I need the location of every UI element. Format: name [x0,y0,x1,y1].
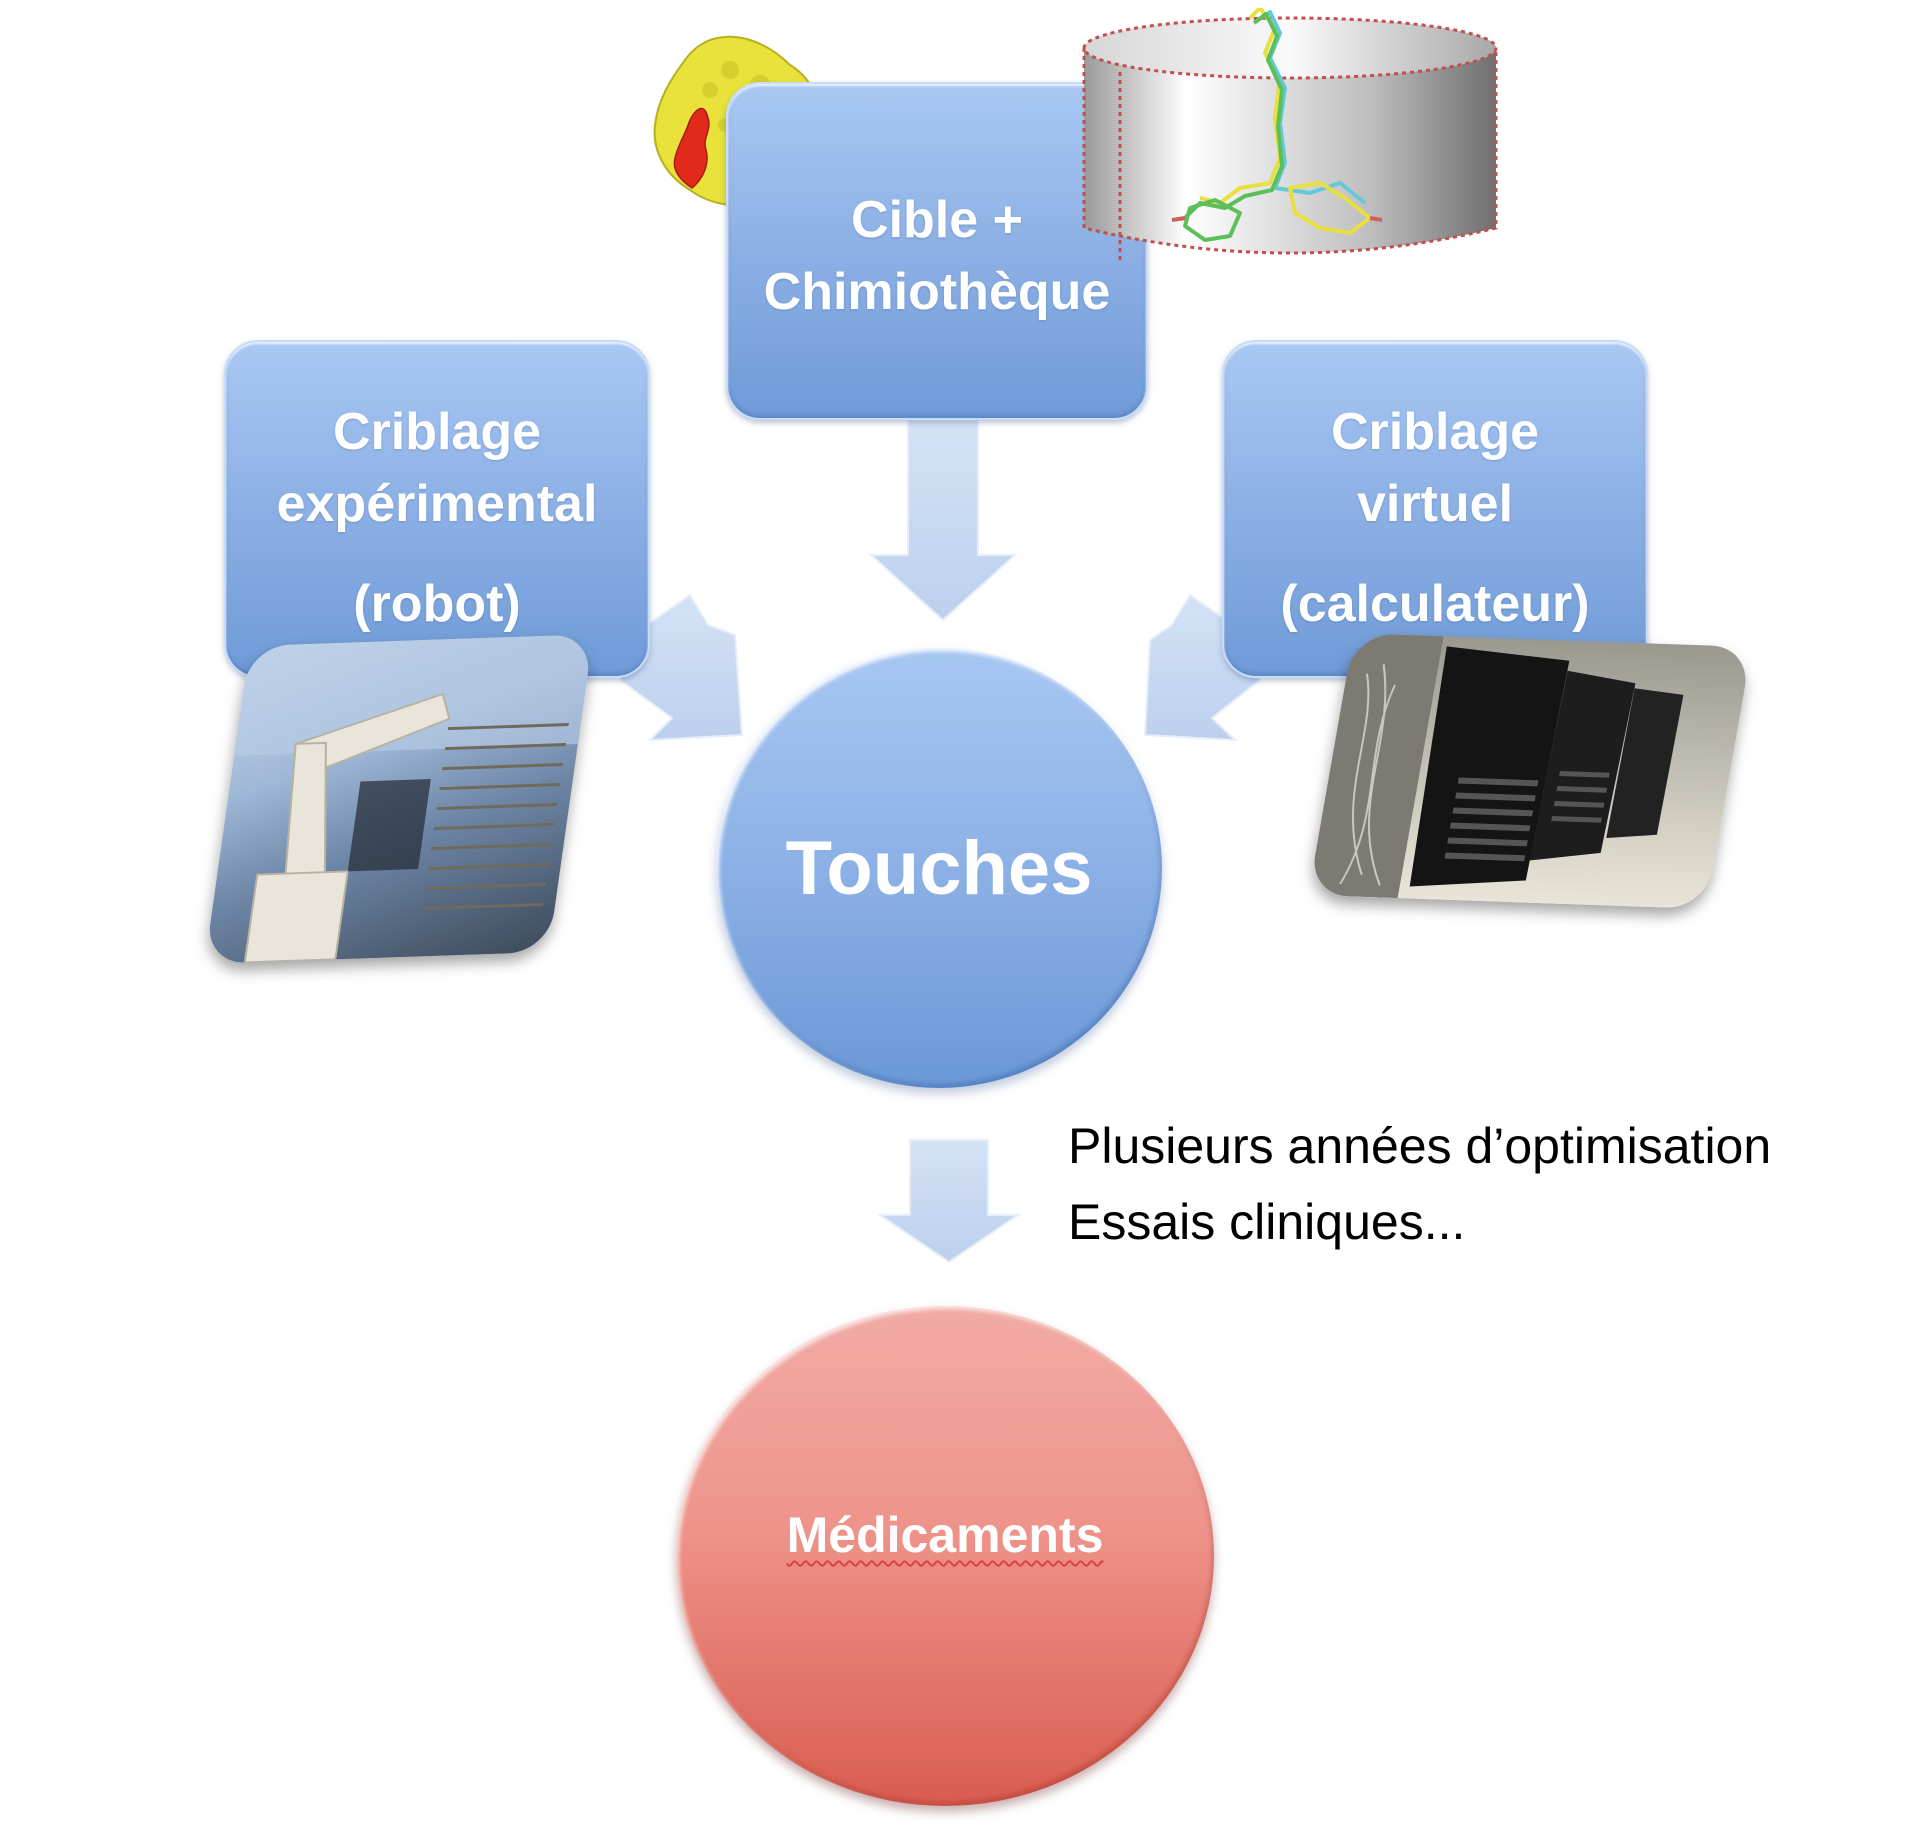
virtual-screening-line-2: virtuel [1356,475,1514,533]
experimental-screening-line-1: Criblage [332,403,542,461]
robot-arm-icon [233,634,594,964]
ligand-pharmacophore-cylinder-image [1082,8,1498,264]
experimental-screening-line-2: expérimental [276,475,598,533]
experimental-screening-box: Criblage expérimental (robot) [224,340,650,678]
arrow-experimental-to-hits [618,593,744,742]
optimization-note-line-1: Plusieurs années d’optimisation [1068,1118,1772,1174]
hits-circle: Touches [716,648,1162,1088]
optimization-note-line-2: Essais cliniques... [1068,1194,1466,1250]
lab-robot-photo [204,634,594,964]
server-rack-icon [1308,633,1684,899]
arrow-hits-to-drugs [876,1139,1022,1264]
virtual-screening-box: Criblage virtuel (calculateur) [1222,340,1648,678]
drugs-label: Médicaments [786,1507,1104,1563]
virtual-screening-line-1: Criblage [1330,403,1540,461]
drugs-circle: Médicaments [676,1306,1214,1806]
hits-label: Touches [785,825,1093,911]
optimization-note: Plusieurs années d’optimisation Essais c… [1068,1108,1771,1260]
target-library-line-1: Cible + [851,191,1023,249]
target-library-line-2: Chimiothèque [763,263,1111,321]
target-library-box: Cible + Chimiothèque [726,82,1148,420]
arrow-target-to-hits [868,419,1018,622]
experimental-screening-line-3: (robot) [353,575,521,633]
server-racks-photo [1308,633,1752,909]
virtual-screening-line-3: (calculateur) [1280,575,1590,633]
